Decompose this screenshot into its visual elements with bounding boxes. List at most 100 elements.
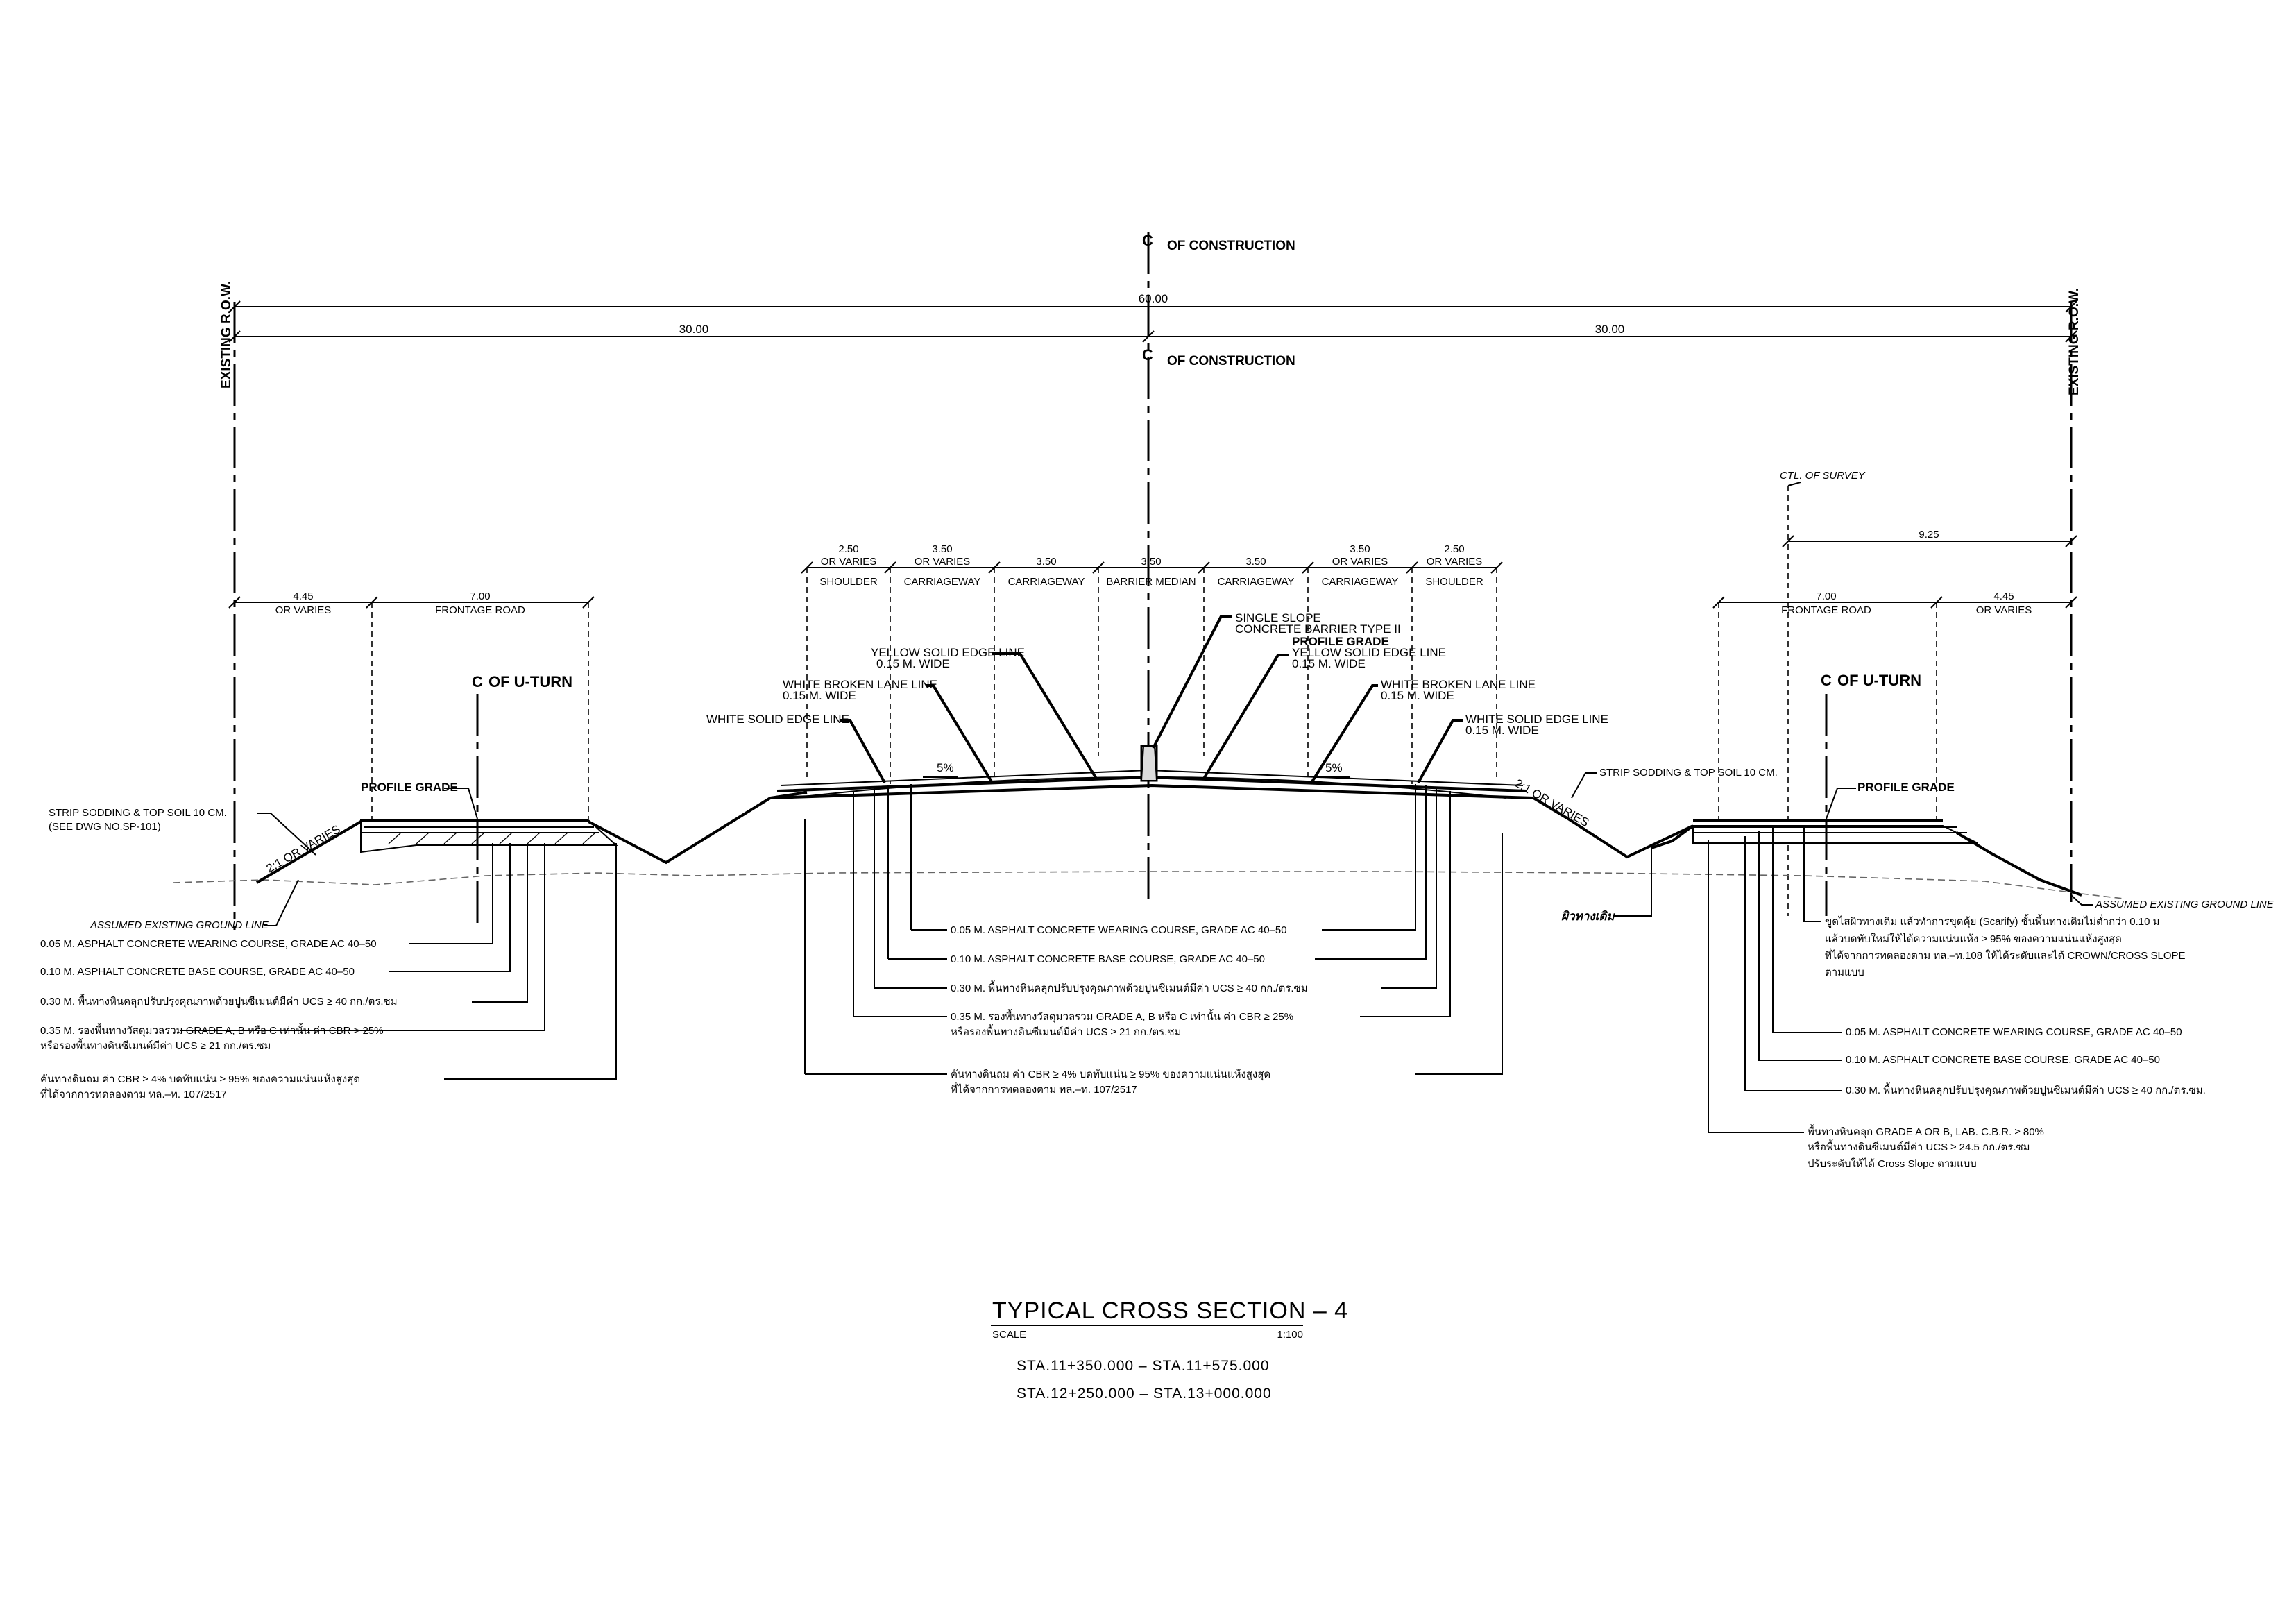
scale-value: 1:100 bbox=[1277, 1329, 1303, 1341]
dim-left-1-value: 4.45 bbox=[293, 590, 313, 602]
layer-right-9: ปรับระดับให้ได้ Cross Slope ตามแบบ bbox=[1808, 1157, 1977, 1170]
profile-grade-left-text: PROFILE GRADE bbox=[361, 781, 458, 794]
dim-main-3-name: CARRIAGEWAY bbox=[1008, 576, 1085, 588]
dim-main-2-value: 3.50 bbox=[932, 543, 952, 555]
layer-left-2: 0.30 M. พื้นทางหินคลุกปรับปรุงคุณภาพด้วย… bbox=[40, 994, 398, 1008]
layer-right-4: 0.05 M. ASPHALT CONCRETE WEARING COURSE,… bbox=[1846, 1026, 2182, 1038]
barrier-line-2: CONCRETE BARRIER TYPE II bbox=[1235, 622, 1401, 636]
layer-center-5: คันทางดินถม ค่า CBR ≥ 4% บดทับแน่น ≥ 95%… bbox=[951, 1069, 1270, 1081]
existing-ground-line bbox=[173, 871, 2124, 899]
dim-main-2-sub: OR VARIES bbox=[915, 556, 971, 568]
layer-center-0: 0.05 M. ASPHALT CONCRETE WEARING COURSE,… bbox=[951, 924, 1287, 936]
profile-grade-center-text: PROFILE GRADE bbox=[1292, 635, 1389, 648]
dim-right-1-value: 7.00 bbox=[1816, 590, 1836, 602]
layer-right-8: หรือพื้นทางดินซีเมนต์มีค่า UCS ≥ 24.5 กก… bbox=[1808, 1139, 2030, 1153]
wbroken-right-1: WHITE BROKEN LANE LINE bbox=[1381, 678, 1536, 691]
layer-center-3: 0.35 M. รองพื้นทางวัสดุมวลรวม GRADE A, B… bbox=[951, 1009, 1293, 1023]
dim-right-1-sub: FRONTAGE ROAD bbox=[1781, 604, 1871, 616]
station-range-1: STA.11+350.000 – STA.11+575.000 bbox=[1017, 1358, 1270, 1374]
dim-total-value: 60.00 bbox=[1139, 292, 1168, 305]
dimension-halves: 30.00 30.00 bbox=[228, 323, 2077, 343]
dim-main-3-value: 3.50 bbox=[1036, 556, 1056, 568]
slope-label-right: 5% bbox=[1325, 761, 1343, 774]
layer-left-0: 0.05 M. ASPHALT CONCRETE WEARING COURSE,… bbox=[40, 938, 377, 950]
layer-center-2: 0.30 M. พื้นทางหินคลุกปรับปรุงคุณภาพด้วย… bbox=[951, 980, 1308, 995]
callout-yellow-right: YELLOW SOLID EDGE LINE 0.15 M. WIDE bbox=[1202, 646, 1446, 780]
dim-main-4-value: 3.50 bbox=[1141, 556, 1161, 568]
wbroken-left-1: WHITE BROKEN LANE LINE bbox=[783, 678, 937, 691]
callout-wbroken-right: WHITE BROKEN LANE LINE 0.15 M. WIDE bbox=[1310, 678, 1536, 784]
dim-left-1-sub: OR VARIES bbox=[275, 604, 332, 616]
wbroken-right-2: 0.15 M. WIDE bbox=[1381, 689, 1454, 702]
drawing-title: TYPICAL CROSS SECTION – 4 bbox=[992, 1298, 1348, 1324]
cl-label-mid: OF CONSTRUCTION bbox=[1167, 354, 1295, 368]
uturn-left-cl: C bbox=[472, 673, 483, 690]
uturn-left: C OF U-TURN bbox=[472, 673, 572, 930]
dim-main-7-value: 2.50 bbox=[1444, 543, 1464, 555]
dim-half-right: 30.00 bbox=[1595, 323, 1625, 336]
wsolid-left: WHITE SOLID EDGE LINE bbox=[706, 713, 849, 726]
ground-right: ASSUMED EXISTING GROUND LINE bbox=[2095, 899, 2274, 910]
dim-half-left: 30.00 bbox=[679, 323, 709, 336]
dim-main-7-sub: OR VARIES bbox=[1427, 556, 1483, 568]
layer-left-6: ที่ได้จากการทดลองตาม ทล.–ท. 107/2517 bbox=[40, 1087, 227, 1101]
title-block: TYPICAL CROSS SECTION – 4 SCALE 1:100 ST… bbox=[991, 1298, 1348, 1402]
uturn-right-label: OF U-TURN bbox=[1837, 672, 1921, 689]
barrier-line-1: SINGLE SLOPE bbox=[1235, 611, 1321, 624]
yellow-right-line-1: YELLOW SOLID EDGE LINE bbox=[1292, 646, 1446, 659]
uturn-right-cl: C bbox=[1821, 672, 1832, 689]
callout-yellow-left: YELLOW SOLID EDGE LINE 0.15 M. WIDE bbox=[871, 646, 1098, 780]
layer-right-3: ตามแบบ bbox=[1825, 967, 1864, 978]
ctl-survey: CTL. OF SURVEY 9.25 bbox=[1780, 470, 2077, 916]
uturn-left-label: OF U-TURN bbox=[488, 673, 572, 690]
slope-label-left: 5% bbox=[937, 761, 954, 774]
layer-center-1: 0.10 M. ASPHALT CONCRETE BASE COURSE, GR… bbox=[951, 953, 1265, 965]
dim-main-1-value: 2.50 bbox=[838, 543, 858, 555]
dim-main-6-name: CARRIAGEWAY bbox=[1322, 576, 1399, 588]
dim-right-2-sub: OR VARIES bbox=[1976, 604, 2032, 616]
layer-notes-left: 0.05 M. ASPHALT CONCRETE WEARING COURSE,… bbox=[40, 843, 617, 1101]
callout-wsolid-right: WHITE SOLID EDGE LINE 0.15 M. WIDE bbox=[1417, 713, 1608, 783]
dim-main-7-name: SHOULDER bbox=[1425, 576, 1483, 588]
layer-center-4: หรือรองพื้นทางดินซีเมนต์มีค่า UCS ≥ 21 ก… bbox=[951, 1024, 1181, 1038]
wbroken-left-2: 0.15 M. WIDE bbox=[783, 689, 856, 702]
cl-symbol-top: C bbox=[1142, 232, 1153, 249]
cl-label-top: OF CONSTRUCTION bbox=[1167, 239, 1295, 253]
layer-left-5: คันทางดินถม ค่า CBR ≥ 4% บดทับแน่น ≥ 95%… bbox=[40, 1073, 360, 1086]
cl-symbol-mid: C bbox=[1142, 346, 1153, 364]
scale-label: SCALE bbox=[992, 1329, 1026, 1341]
centerline-label-mid: C OF CONSTRUCTION bbox=[1142, 346, 1295, 368]
uturn-right: C OF U-TURN bbox=[1821, 672, 1921, 916]
dim-left-2-value: 7.00 bbox=[470, 590, 490, 602]
sod-left-2: (SEE DWG NO.SP-101) bbox=[49, 821, 161, 833]
callout-ground: ASSUMED EXISTING GROUND LINE ASSUMED EXI… bbox=[90, 879, 2274, 931]
layer-right-1: แล้วบดทับใหม่ให้ได้ความแน่นแห้ง ≥ 95% ขอ… bbox=[1825, 933, 2122, 946]
callout-profile-right: PROFILE GRADE bbox=[1826, 781, 1955, 819]
main-road: 5% 5% bbox=[769, 745, 1694, 859]
layer-right-5: 0.10 M. ASPHALT CONCRETE BASE COURSE, GR… bbox=[1846, 1054, 2160, 1066]
left-frontage-road bbox=[255, 791, 808, 884]
layer-notes-right: ขูดไสผิวทางเดิม แล้วทำการขุดคุ้ย (Scarif… bbox=[1708, 827, 2206, 1170]
slope-ratio-left: 2:1 OR VARIES bbox=[264, 822, 343, 875]
station-range-2: STA.12+250.000 – STA.13+000.000 bbox=[1017, 1386, 1272, 1402]
dim-main-6-sub: OR VARIES bbox=[1332, 556, 1388, 568]
callout-shoulder-thai: ผิวทางเดิม bbox=[1561, 848, 1652, 923]
dim-survey-offset: 9.25 bbox=[1919, 529, 1939, 541]
centerline-label-top: C OF CONSTRUCTION bbox=[1142, 232, 1295, 253]
dim-left-2-sub: FRONTAGE ROAD bbox=[435, 604, 525, 616]
row-label-right: EXISTING R.O.W. bbox=[2067, 288, 2082, 396]
layer-right-7: พื้นทางหินคลุก GRADE A OR B, LAB. C.B.R.… bbox=[1808, 1124, 2044, 1139]
callout-profile-left: PROFILE GRADE bbox=[361, 781, 478, 819]
wsolid-right-2: 0.15 M. WIDE bbox=[1465, 724, 1539, 737]
dim-main-5-name: CARRIAGEWAY bbox=[1218, 576, 1295, 588]
yellow-right-line-2: 0.15 M. WIDE bbox=[1292, 657, 1366, 670]
dim-main-1-name: SHOULDER bbox=[819, 576, 878, 588]
layer-left-1: 0.10 M. ASPHALT CONCRETE BASE COURSE, GR… bbox=[40, 966, 355, 978]
wsolid-right-1: WHITE SOLID EDGE LINE bbox=[1465, 713, 1608, 726]
callout-wbroken-left: WHITE BROKEN LANE LINE 0.15 M. WIDE bbox=[783, 678, 994, 784]
dim-main-5-value: 3.50 bbox=[1245, 556, 1266, 568]
dims-main: 2.50 OR VARIES SHOULDER 3.50 OR VARIES C… bbox=[801, 543, 1503, 784]
dimension-total: 60.00 bbox=[228, 292, 2077, 313]
layer-left-3: 0.35 M. รองพื้นทางวัสดุมวลรวม GRADE A, B… bbox=[40, 1023, 384, 1037]
